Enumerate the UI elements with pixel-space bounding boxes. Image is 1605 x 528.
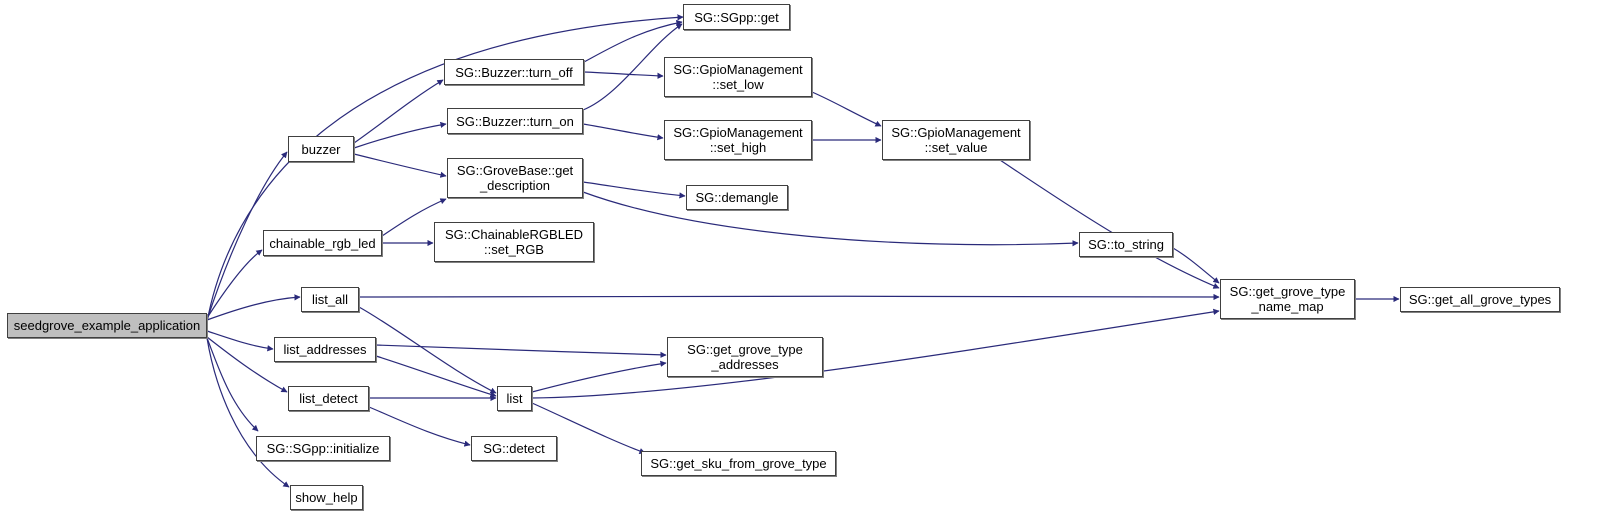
graph-node-label: SG::detect <box>483 441 545 456</box>
graph-node-label: SG::GpioManagement ::set_high <box>673 125 803 155</box>
graph-node-label: buzzer <box>301 141 341 157</box>
graph-node-buzzer[interactable]: buzzer <box>288 136 354 162</box>
call-edge <box>353 153 447 178</box>
graph-node-list_all[interactable]: list_all <box>301 287 359 312</box>
call-edge <box>811 91 882 127</box>
call-edge <box>206 294 301 321</box>
graph-node-detect[interactable]: SG::detect <box>471 436 557 461</box>
graph-node-label: SG::Buzzer::turn_off <box>455 64 573 80</box>
graph-node-label: SG::GroveBase::get _description <box>456 163 574 193</box>
graph-node-turn_on[interactable]: SG::Buzzer::turn_on <box>447 108 583 134</box>
graph-node-label: list_all <box>311 292 349 307</box>
graph-node-list_detect[interactable]: list_detect <box>288 386 369 411</box>
graph-node-name_map[interactable]: SG::get_grove_type _name_map <box>1220 279 1355 319</box>
graph-node-label: SG::SGpp::initialize <box>266 441 380 456</box>
call-edge <box>375 344 667 358</box>
graph-node-label: show_help <box>295 490 358 505</box>
graph-node-label: list_addresses <box>283 342 367 357</box>
graph-node-set_value[interactable]: SG::GpioManagement ::set_value <box>882 120 1030 160</box>
call-edge <box>1172 247 1220 284</box>
graph-node-label: SG::Buzzer::turn_on <box>456 113 574 129</box>
graph-node-get_desc[interactable]: SG::GroveBase::get _description <box>447 158 583 198</box>
graph-node-turn_off[interactable]: SG::Buzzer::turn_off <box>444 59 584 85</box>
graph-node-list[interactable]: list <box>497 386 532 411</box>
graph-node-sgpp_get[interactable]: SG::SGpp::get <box>683 4 790 30</box>
graph-node-label: SG::SGpp::get <box>694 9 779 25</box>
call-edge <box>583 71 664 79</box>
graph-node-label: SG::get_grove_type _addresses <box>687 342 803 372</box>
call-edge <box>582 123 664 141</box>
graph-node-label: SG::get_sku_from_grove_type <box>650 456 827 471</box>
graph-node-label: SG::to_string <box>1088 237 1164 252</box>
call-edge <box>358 293 1220 301</box>
graph-node-list_addresses[interactable]: list_addresses <box>274 337 376 362</box>
graph-node-label: list_detect <box>299 391 358 406</box>
graph-node-set_rgb[interactable]: SG::ChainableRGBLED ::set_RGB <box>434 222 594 262</box>
call-edge <box>206 330 274 352</box>
graph-node-label: list <box>506 391 523 406</box>
call-edge <box>582 191 1079 247</box>
call-edge <box>375 355 497 398</box>
call-edge <box>353 121 447 149</box>
graph-node-label: seedgrove_example_application <box>13 318 201 333</box>
graph-node-chainable[interactable]: chainable_rgb_led <box>263 230 382 256</box>
graph-node-set_high[interactable]: SG::GpioManagement ::set_high <box>664 120 812 160</box>
call-edge <box>206 249 263 319</box>
graph-node-label: SG::get_grove_type _name_map <box>1229 284 1346 314</box>
graph-node-root[interactable]: seedgrove_example_application <box>7 313 207 338</box>
graph-node-show_help[interactable]: show_help <box>290 485 363 510</box>
call-edge <box>531 308 1220 399</box>
call-edge <box>358 306 497 394</box>
graph-node-get_sku[interactable]: SG::get_sku_from_grove_type <box>641 451 836 476</box>
graph-node-set_low[interactable]: SG::GpioManagement ::set_low <box>664 57 812 97</box>
graph-node-label: SG::ChainableRGBLED ::set_RGB <box>444 227 583 257</box>
graph-node-to_string[interactable]: SG::to_string <box>1079 232 1173 257</box>
call-edge <box>206 337 259 432</box>
graph-node-label: SG::GpioManagement ::set_value <box>891 125 1021 155</box>
call-edge <box>353 79 444 144</box>
graph-node-demangle[interactable]: SG::demangle <box>686 185 788 210</box>
graph-node-label: chainable_rgb_led <box>269 235 376 251</box>
graph-node-label: SG::get_all_grove_types <box>1408 292 1552 307</box>
call-edge <box>583 19 683 63</box>
graph-node-gt_addresses[interactable]: SG::get_grove_type _addresses <box>667 337 823 377</box>
call-edge <box>582 181 686 199</box>
call-edge <box>999 159 1220 289</box>
graph-node-initialize[interactable]: SG::SGpp::initialize <box>256 436 390 461</box>
graph-node-all_types[interactable]: SG::get_all_grove_types <box>1400 287 1560 312</box>
graph-node-label: SG::GpioManagement ::set_low <box>673 62 803 92</box>
graph-node-label: SG::demangle <box>695 190 779 205</box>
call-edge <box>531 360 667 393</box>
